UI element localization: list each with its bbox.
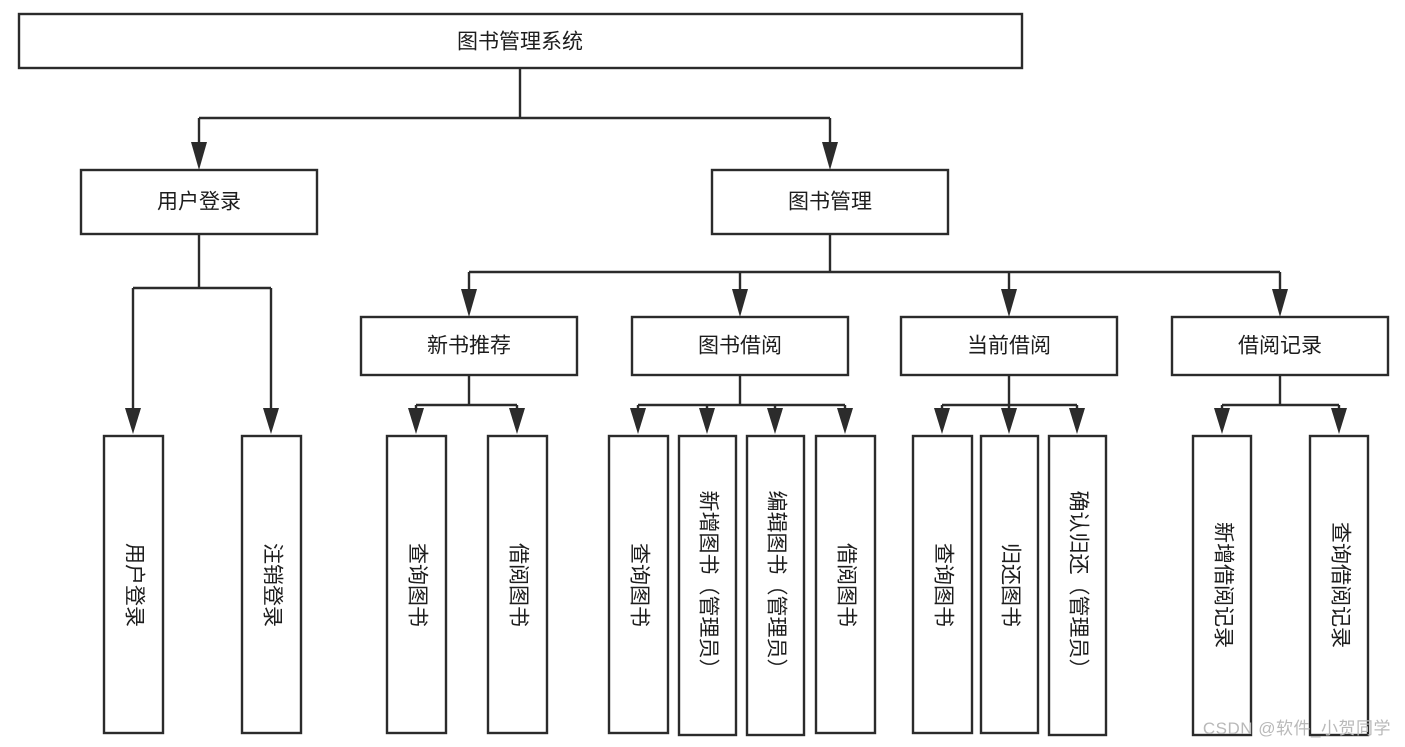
node-leaf-borrow-book-1-label: 借阅图书 bbox=[506, 543, 529, 627]
node-current-borrow[interactable]: 当前借阅 bbox=[899, 315, 1119, 377]
node-leaf-query-book-3-label: 查询图书 bbox=[931, 543, 954, 627]
arrow-head-leaf-logout bbox=[263, 408, 279, 434]
node-leaf-borrow-book-2-label: 借阅图书 bbox=[834, 543, 857, 627]
node-root[interactable]: 图书管理系统 bbox=[17, 12, 1024, 70]
node-leaf-borrow-book-1-box[interactable] bbox=[486, 434, 549, 735]
arrow-head-book-mgmt bbox=[822, 142, 838, 170]
node-leaf-confirm-return-box[interactable] bbox=[1047, 434, 1108, 737]
node-leaf-user-login[interactable]: 用户登录 bbox=[102, 434, 165, 735]
node-leaf-edit-book-box[interactable] bbox=[745, 434, 806, 737]
node-leaf-user-login-label: 用户登录 bbox=[122, 543, 145, 627]
node-leaf-add-record-label: 新增借阅记录 bbox=[1211, 522, 1234, 648]
node-leaf-edit-book-label: 编辑图书（管理员） bbox=[764, 491, 787, 680]
node-current-borrow-box[interactable] bbox=[899, 315, 1119, 377]
arrow-head-user-login bbox=[191, 142, 207, 170]
node-leaf-logout-box[interactable] bbox=[240, 434, 303, 735]
node-leaf-query-record[interactable]: 查询借阅记录 bbox=[1308, 434, 1370, 737]
connector-group-book-borrow bbox=[630, 375, 853, 434]
node-new-book-rec-label: 新书推荐 bbox=[427, 335, 511, 358]
connector-group-root bbox=[191, 68, 838, 170]
node-leaf-add-book-label: 新增图书（管理员） bbox=[696, 491, 719, 680]
node-leaf-add-record-box[interactable] bbox=[1191, 434, 1253, 737]
arrow-head-leaf-query-book-3 bbox=[934, 408, 950, 434]
node-borrow-record-box[interactable] bbox=[1170, 315, 1390, 377]
node-book-borrow-label: 图书借阅 bbox=[698, 335, 782, 358]
node-leaf-return-book-box[interactable] bbox=[979, 434, 1040, 735]
arrow-head-borrow-record bbox=[1272, 289, 1288, 317]
node-leaf-confirm-return-label: 确认归还（管理员） bbox=[1066, 491, 1089, 680]
node-new-book-rec-box[interactable] bbox=[359, 315, 579, 377]
arrow-head-leaf-return-book bbox=[1001, 408, 1017, 434]
node-user-login-box[interactable] bbox=[79, 168, 319, 236]
node-borrow-record-label: 借阅记录 bbox=[1238, 335, 1322, 358]
connector-group-book-mgmt bbox=[461, 234, 1288, 317]
node-leaf-add-book[interactable]: 新增图书（管理员） bbox=[677, 434, 738, 737]
arrow-head-leaf-user-login bbox=[125, 408, 141, 434]
node-leaf-add-book-box[interactable] bbox=[677, 434, 738, 737]
arrow-head-leaf-query-book-1 bbox=[408, 408, 424, 434]
node-leaf-query-record-box[interactable] bbox=[1308, 434, 1370, 737]
node-leaf-edit-book[interactable]: 编辑图书（管理员） bbox=[745, 434, 806, 737]
node-user-login-label: 用户登录 bbox=[157, 191, 241, 214]
node-user-login[interactable]: 用户登录 bbox=[79, 168, 319, 236]
connector-group-new-book-rec bbox=[408, 375, 525, 434]
node-leaf-query-book-1-label: 查询图书 bbox=[405, 543, 428, 627]
node-leaf-logout-label: 注销登录 bbox=[260, 543, 283, 627]
node-leaf-query-book-2[interactable]: 查询图书 bbox=[607, 434, 670, 735]
node-leaf-borrow-book-2-box[interactable] bbox=[814, 434, 877, 735]
arrow-head-leaf-query-record bbox=[1331, 408, 1347, 434]
arrow-head-new-book-rec bbox=[461, 289, 477, 317]
arrow-head-book-borrow bbox=[732, 289, 748, 317]
node-leaf-user-login-box[interactable] bbox=[102, 434, 165, 735]
arrow-head-leaf-add-record bbox=[1214, 408, 1230, 434]
node-root-label: 图书管理系统 bbox=[457, 31, 583, 54]
connector-group-borrow-record bbox=[1214, 375, 1347, 434]
node-leaf-return-book[interactable]: 归还图书 bbox=[979, 434, 1040, 735]
node-leaf-logout[interactable]: 注销登录 bbox=[240, 434, 303, 735]
node-leaf-query-book-1-box[interactable] bbox=[385, 434, 448, 735]
node-book-borrow-box[interactable] bbox=[630, 315, 850, 377]
node-book-borrow[interactable]: 图书借阅 bbox=[630, 315, 850, 377]
node-leaf-query-book-1[interactable]: 查询图书 bbox=[385, 434, 448, 735]
node-leaf-query-book-2-box[interactable] bbox=[607, 434, 670, 735]
arrow-head-leaf-borrow-book-1 bbox=[509, 408, 525, 434]
node-leaf-confirm-return[interactable]: 确认归还（管理员） bbox=[1047, 434, 1108, 737]
node-book-mgmt-label: 图书管理 bbox=[788, 191, 872, 214]
arrow-head-leaf-add-book bbox=[699, 408, 715, 434]
node-leaf-query-book-3-box[interactable] bbox=[911, 434, 974, 735]
node-leaf-return-book-label: 归还图书 bbox=[998, 543, 1021, 627]
node-leaf-borrow-book-1[interactable]: 借阅图书 bbox=[486, 434, 549, 735]
arrow-head-leaf-query-book-2 bbox=[630, 408, 646, 434]
node-leaf-add-record[interactable]: 新增借阅记录 bbox=[1191, 434, 1253, 737]
node-book-mgmt-box[interactable] bbox=[710, 168, 950, 236]
arrow-head-leaf-edit-book bbox=[767, 408, 783, 434]
node-leaf-borrow-book-2[interactable]: 借阅图书 bbox=[814, 434, 877, 735]
node-leaf-query-book-2-label: 查询图书 bbox=[627, 543, 650, 627]
connector-group-current-borrow bbox=[934, 375, 1085, 434]
node-leaf-query-book-3[interactable]: 查询图书 bbox=[911, 434, 974, 735]
arrow-head-leaf-confirm-return bbox=[1069, 408, 1085, 434]
connector-group-user-login bbox=[125, 234, 279, 434]
node-book-mgmt[interactable]: 图书管理 bbox=[710, 168, 950, 236]
node-new-book-rec[interactable]: 新书推荐 bbox=[359, 315, 579, 377]
node-current-borrow-label: 当前借阅 bbox=[967, 335, 1051, 358]
arrow-head-leaf-borrow-book-2 bbox=[837, 408, 853, 434]
node-leaf-query-record-label: 查询借阅记录 bbox=[1328, 522, 1351, 648]
arrow-head-current-borrow bbox=[1001, 289, 1017, 317]
node-root-box[interactable] bbox=[17, 12, 1024, 70]
node-borrow-record[interactable]: 借阅记录 bbox=[1170, 315, 1390, 377]
